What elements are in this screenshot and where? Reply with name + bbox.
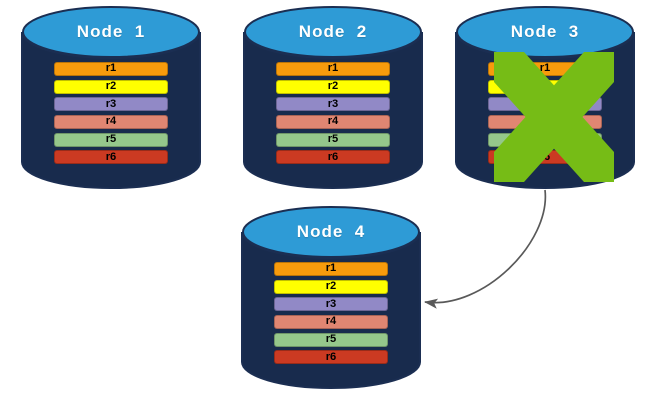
arrow-path <box>423 189 547 309</box>
row-label: r4 <box>105 115 117 128</box>
row-label: r1 <box>105 62 117 75</box>
row-label: r2 <box>105 80 117 93</box>
row-label: r3 <box>105 97 117 110</box>
row-label: r6 <box>327 150 339 163</box>
row-label: r6 <box>325 350 337 363</box>
row-label: r1 <box>327 62 339 75</box>
row-label: r5 <box>327 133 339 146</box>
row-label: r3 <box>325 297 337 310</box>
row-bar-r1[interactable]: r1 <box>276 62 390 77</box>
row-label: r2 <box>327 80 339 93</box>
row-bar-r3[interactable]: r3 <box>276 97 390 112</box>
row-label: r1 <box>539 62 551 75</box>
row-bar-r2[interactable]: r2 <box>488 79 602 94</box>
row-bar-r6[interactable]: r6 <box>274 350 388 365</box>
row-bar-r5[interactable]: r5 <box>274 332 388 347</box>
row-bar-r6[interactable]: r6 <box>488 150 602 165</box>
row-bar-r1[interactable]: r1 <box>54 62 168 77</box>
row-stack: r1 r2 r3 r4 r5 r6 <box>244 62 422 168</box>
row-bar-r4[interactable]: r4 <box>488 115 602 130</box>
row-stack: r1 r2 r3 r4 r5 r6 <box>22 62 200 168</box>
row-bar-r4[interactable]: r4 <box>276 115 390 130</box>
row-stack: r1 r2 r3 r4 r5 r6 <box>456 62 634 168</box>
row-bar-r5[interactable]: r5 <box>276 132 390 147</box>
row-label: r4 <box>327 115 339 128</box>
row-bar-r6[interactable]: r6 <box>276 150 390 165</box>
row-bar-r3[interactable]: r3 <box>488 97 602 112</box>
cylinder-top-ellipse <box>244 6 422 58</box>
cylinder-top-ellipse <box>242 206 420 258</box>
row-label: r3 <box>539 97 551 110</box>
row-bar-r4[interactable]: r4 <box>274 315 388 330</box>
row-bar-r3[interactable]: r3 <box>274 297 388 312</box>
row-bar-r1[interactable]: r1 <box>488 62 602 77</box>
row-label: r5 <box>539 133 551 146</box>
row-label: r2 <box>325 280 337 293</box>
row-bar-r6[interactable]: r6 <box>54 150 168 165</box>
row-bar-r4[interactable]: r4 <box>54 115 168 130</box>
row-bar-r2[interactable]: r2 <box>54 79 168 94</box>
row-label: r5 <box>105 133 117 146</box>
row-label: r3 <box>327 97 339 110</box>
row-label: r5 <box>325 333 337 346</box>
row-bar-r1[interactable]: r1 <box>274 262 388 277</box>
row-bar-r5[interactable]: r5 <box>54 132 168 147</box>
row-label: r4 <box>325 315 337 328</box>
cylinder-top-ellipse <box>456 6 634 58</box>
row-bar-r2[interactable]: r2 <box>276 79 390 94</box>
row-label: r2 <box>539 80 551 93</box>
row-bar-r5[interactable]: r5 <box>488 132 602 147</box>
cylinder-top-ellipse <box>22 6 200 58</box>
row-label: r6 <box>539 150 551 163</box>
row-stack: r1 r2 r3 r4 r5 r6 <box>242 262 420 368</box>
row-label: r6 <box>105 150 117 163</box>
row-bar-r3[interactable]: r3 <box>54 97 168 112</box>
row-label: r4 <box>539 115 551 128</box>
row-label: r1 <box>325 262 337 275</box>
row-bar-r2[interactable]: r2 <box>274 279 388 294</box>
